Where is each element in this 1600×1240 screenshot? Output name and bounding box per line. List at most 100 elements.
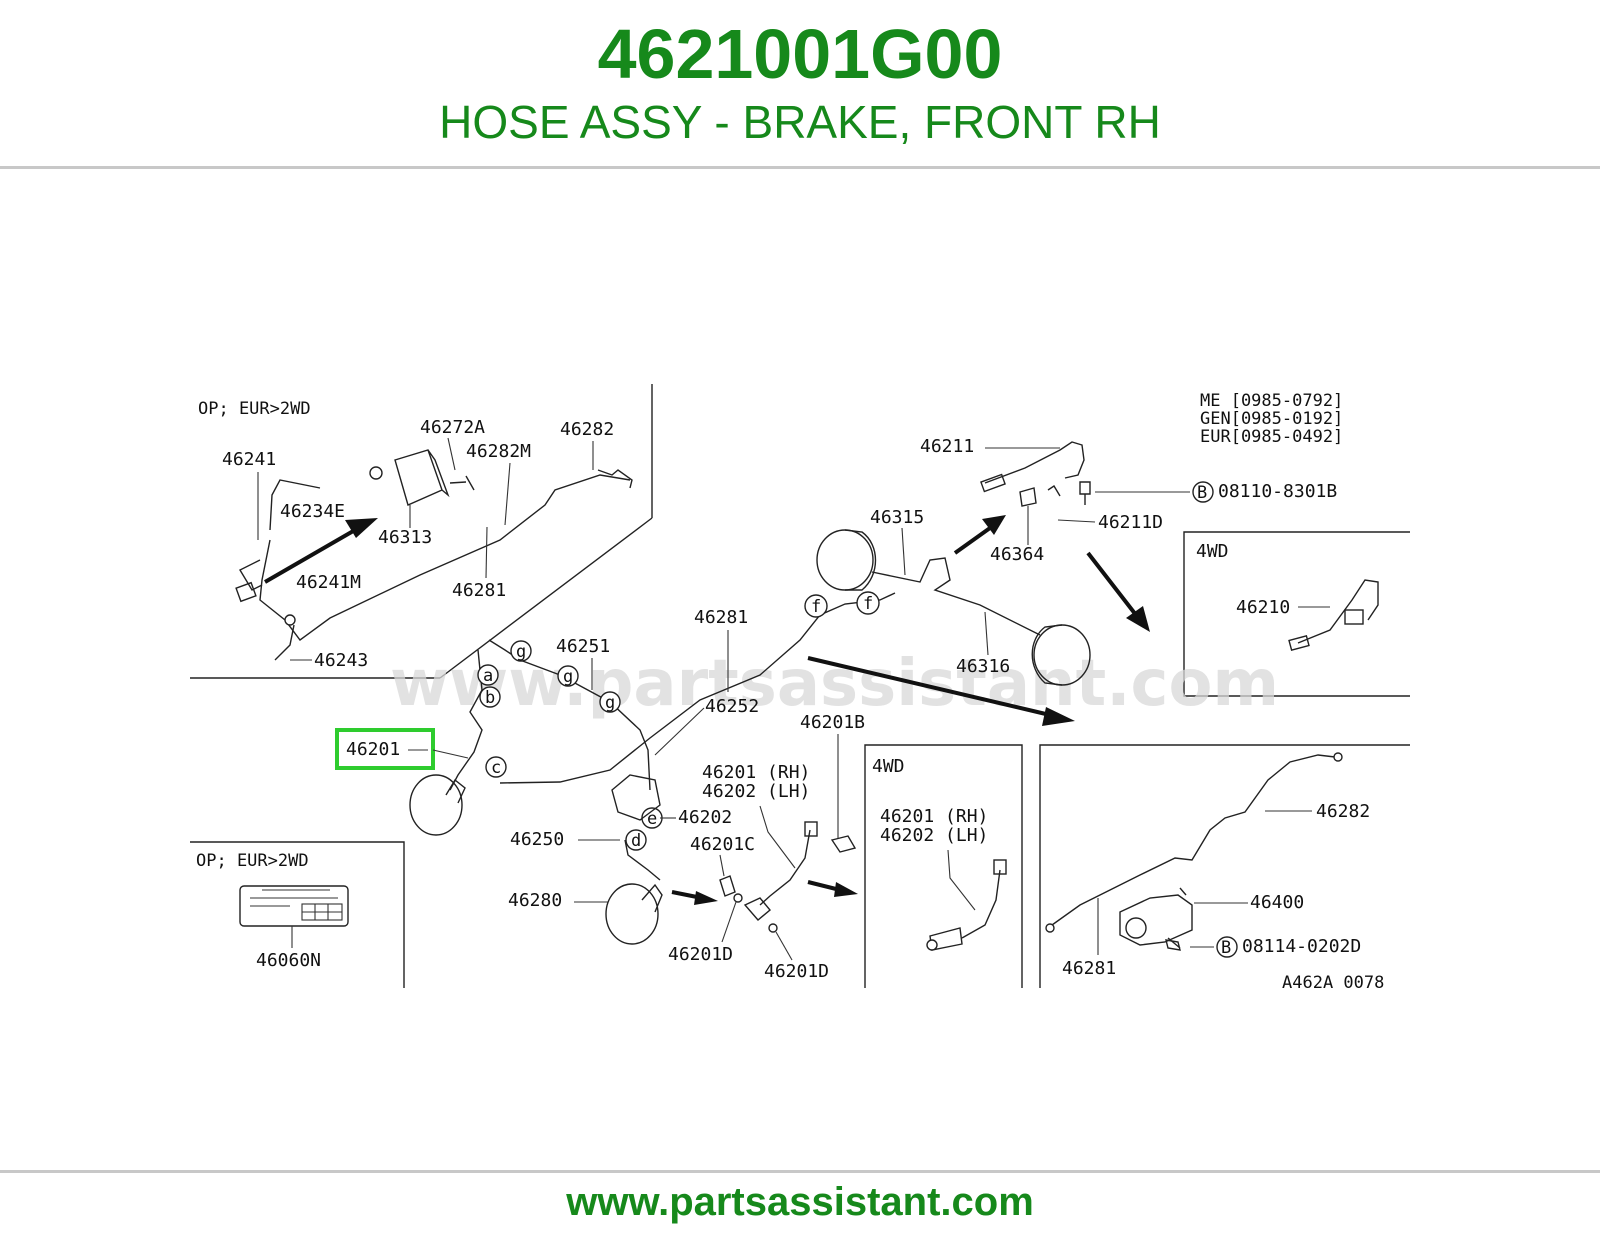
- connector-f: [804, 594, 828, 618]
- bolt-b-letter: B: [1221, 938, 1231, 958]
- part-label-46364[interactable]: 46364: [990, 544, 1044, 565]
- part-label-46234e[interactable]: 46234E: [280, 501, 345, 522]
- part-label-46313[interactable]: 46313: [378, 527, 432, 548]
- bolt: [1079, 481, 1091, 505]
- brake-disc-front-left: [605, 883, 659, 945]
- option-label: OP; EUR>2WD: [196, 851, 309, 871]
- part-label-46252[interactable]: 46252: [705, 696, 759, 717]
- part-label-08110-8301b[interactable]: 08110-8301B: [1218, 481, 1337, 502]
- hose-fitting: [993, 859, 1007, 875]
- fitting: [926, 939, 938, 951]
- hose-fitting: [1344, 609, 1364, 625]
- part-label-46211[interactable]: 46211: [920, 436, 974, 457]
- bolt-b-letter: B: [1197, 483, 1207, 503]
- drum-46315: [816, 529, 874, 591]
- panel-border: [439, 517, 653, 679]
- bolt-b-marker: [1216, 936, 1238, 958]
- leader-line: [432, 749, 469, 759]
- part-label-46251[interactable]: 46251: [556, 636, 610, 657]
- bolt-b-marker: [1192, 481, 1214, 503]
- serial-note: ME [0985-0792]: [1200, 391, 1343, 411]
- nut-46234e: [369, 466, 383, 480]
- arrow: [807, 656, 1051, 717]
- section-label-4wd: 4WD: [872, 756, 905, 777]
- serial-note: GEN[0985-0192]: [1200, 409, 1343, 429]
- part-label-46201d[interactable]: 46201D: [668, 944, 733, 965]
- brake-line-46280: [624, 839, 661, 881]
- highlighted-part-label-46201[interactable]: 46201: [346, 739, 400, 760]
- arrowhead: [1042, 707, 1075, 726]
- part-label-46202-lh-4wd[interactable]: 46202 (LH): [880, 825, 988, 846]
- label-placard: [239, 885, 349, 927]
- fitting-46282: [597, 469, 633, 489]
- bolt-46272a: [449, 475, 475, 491]
- part-label-46241m[interactable]: 46241M: [296, 572, 361, 593]
- arrow: [1086, 551, 1138, 617]
- part-label-46281[interactable]: 46281: [452, 580, 506, 601]
- diagram-code: A462A 0078: [1282, 973, 1384, 993]
- part-label-46282[interactable]: 46282: [560, 419, 614, 440]
- part-label-46201c[interactable]: 46201C: [690, 834, 755, 855]
- connector-g: [510, 640, 532, 662]
- part-label-46201b[interactable]: 46201B: [800, 712, 865, 733]
- part-label-46281-4wd[interactable]: 46281: [1062, 958, 1116, 979]
- hose-fitting: [743, 897, 771, 921]
- part-label-46210[interactable]: 46210: [1236, 597, 1290, 618]
- part-label-46201-rh-4wd[interactable]: 46201 (RH): [880, 806, 988, 827]
- part-label-46060n[interactable]: 46060N: [256, 950, 321, 971]
- bracket-46201b: [830, 835, 857, 853]
- fitting: [284, 614, 296, 626]
- leader-line: [759, 805, 796, 869]
- connector-f: [856, 591, 880, 615]
- part-label-46282m[interactable]: 46282M: [466, 441, 531, 462]
- arrowhead: [834, 882, 858, 897]
- arrow: [953, 526, 992, 555]
- header-divider: [0, 166, 1600, 169]
- part-number-title: 4621001G00: [597, 15, 1003, 93]
- bolt-08114: [1165, 939, 1181, 951]
- part-label-46241[interactable]: 46241: [222, 449, 276, 470]
- junction-block-46313: [394, 449, 450, 506]
- bolt-46201c: [719, 875, 736, 897]
- part-label-46315[interactable]: 46315: [870, 507, 924, 528]
- part-label-46201d[interactable]: 46201D: [764, 961, 829, 982]
- brake-line-46281: [259, 474, 631, 641]
- washer: [1047, 485, 1061, 497]
- part-label-46272a[interactable]: 46272A: [420, 417, 485, 438]
- part-label-46316[interactable]: 46316: [956, 656, 1010, 677]
- panel-border: [190, 841, 405, 988]
- part-label-46201-rh[interactable]: 46201 (RH): [702, 762, 810, 783]
- part-label-46250[interactable]: 46250: [510, 829, 564, 850]
- hose-fitting: [980, 473, 1006, 493]
- brake-line-46251: [488, 639, 651, 791]
- hose-fitting: [1288, 634, 1310, 652]
- connector-g: [599, 691, 621, 713]
- part-label-46280[interactable]: 46280: [508, 890, 562, 911]
- leader-line: [1057, 519, 1096, 523]
- leader-line: [504, 462, 511, 526]
- actuator-46400: [1119, 894, 1193, 946]
- drum-46316-side: [1031, 624, 1063, 686]
- washer-46201d: [768, 923, 778, 933]
- hose-46243: [274, 624, 295, 661]
- arrowhead: [1126, 606, 1150, 632]
- part-label-46282-4wd[interactable]: 46282: [1316, 801, 1370, 822]
- leader-line: [719, 854, 725, 877]
- letter-g: g: [516, 642, 526, 662]
- clip: [239, 559, 263, 591]
- letter-g: g: [563, 667, 573, 687]
- part-label-46211d[interactable]: 46211D: [1098, 512, 1163, 533]
- website-link[interactable]: www.partsassistant.com: [566, 1180, 1034, 1224]
- letter-e: e: [647, 809, 657, 829]
- footer-divider: [0, 1170, 1600, 1173]
- part-label-08114-0202d[interactable]: 08114-0202D: [1242, 936, 1361, 957]
- caliper: [445, 778, 466, 804]
- part-label-46202[interactable]: 46202: [678, 807, 732, 828]
- highlighted-part-frame[interactable]: [335, 728, 435, 770]
- part-label-46243[interactable]: 46243: [314, 650, 368, 671]
- part-label-46400[interactable]: 46400: [1250, 892, 1304, 913]
- arrow: [807, 880, 841, 892]
- part-label-46281-main[interactable]: 46281: [694, 607, 748, 628]
- part-label-46202-lh[interactable]: 46202 (LH): [702, 781, 810, 802]
